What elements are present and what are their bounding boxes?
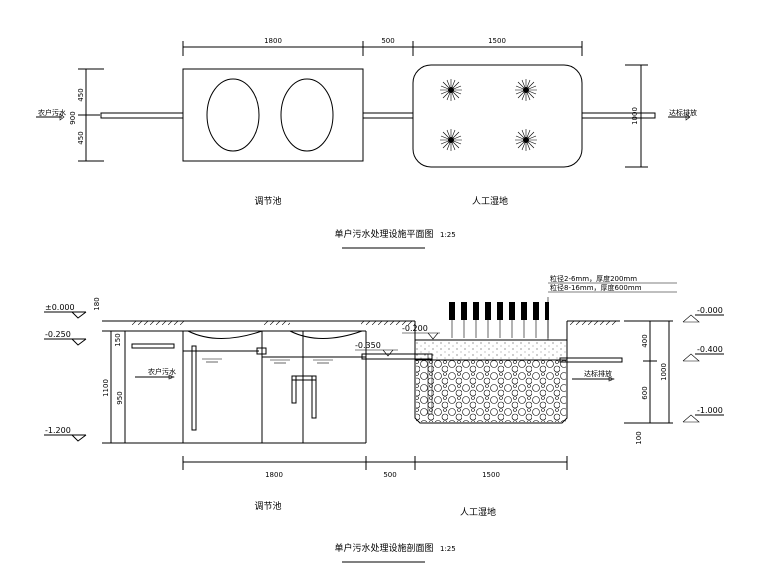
plant-icon <box>439 78 463 102</box>
plan-left-dimension: 450 450 900 <box>69 68 104 162</box>
outlet-label: 达标排放 <box>669 108 697 117</box>
level-m0250: -0.250 <box>45 330 71 339</box>
dim-950: 950 <box>116 391 124 404</box>
water-level-0200: -0.200 <box>402 324 428 333</box>
dim-1800: 1800 <box>264 37 282 45</box>
layer-note-sand: 粒径2-6mm，厚度200mm <box>550 274 637 283</box>
plan-view: 1800 500 1500 450 450 900 农户污水 <box>36 37 697 249</box>
regulating-tank-section: 农户污水 -0.350 <box>102 330 433 444</box>
dim-180: 180 <box>93 297 101 310</box>
dim-150: 150 <box>114 333 122 346</box>
plan-wetland-label: 人工湿地 <box>472 195 508 207</box>
plant-icon <box>514 128 538 152</box>
plan-title: 单户污水处理设施平面图 <box>334 228 433 240</box>
level-r-0400: -0.400 <box>697 345 723 354</box>
wetland-plan <box>412 64 583 168</box>
section-outlet-label: 达标排放 <box>584 369 612 378</box>
dim-450-top: 450 <box>77 88 85 101</box>
dim-1000-right: 1000 <box>660 363 668 381</box>
dim-b-1500: 1500 <box>482 471 500 479</box>
plant-icon <box>439 128 463 152</box>
reeds <box>449 302 549 338</box>
plant-icon <box>514 78 538 102</box>
dim-900: 900 <box>69 111 77 124</box>
water-level-0350: -0.350 <box>355 341 381 350</box>
plan-scale: 1:25 <box>440 231 456 239</box>
dim-1100: 1100 <box>102 379 110 397</box>
section-inlet-label: 农户污水 <box>148 367 176 376</box>
dim-450-bottom: 450 <box>77 131 85 144</box>
level-r-0000: -0.000 <box>697 306 723 315</box>
dim-b-1800: 1800 <box>265 471 283 479</box>
level-r-1000: -1.000 <box>697 406 723 415</box>
section-tank-label: 调节池 <box>254 500 281 512</box>
plan-inlet: 农户污水 <box>36 108 66 121</box>
level-pm0: ±0.000 <box>45 303 75 312</box>
plan-top-dimension: 1800 500 1500 <box>182 37 583 56</box>
dim-1500: 1500 <box>488 37 506 45</box>
pipes <box>100 112 656 119</box>
plan-right-dimension: 1000 <box>625 64 648 168</box>
dim-b-500: 500 <box>383 471 396 479</box>
dim-400: 400 <box>641 334 649 347</box>
section-view: ±0.000 -0.250 -1.200 180 150 950 1100 <box>44 274 724 563</box>
plan-outlet: 达标排放 <box>668 108 697 121</box>
section-right-dimensions: 400 600 1000 100 <box>624 320 673 445</box>
layer-note-gravel: 粒径8-16mm，厚度600mm <box>550 283 642 292</box>
dim-600: 600 <box>641 386 649 399</box>
dim-1000: 1000 <box>631 107 639 125</box>
level-m1200: -1.200 <box>45 426 71 435</box>
right-level-markers: -0.000 -0.400 -1.000 <box>682 306 724 423</box>
dim-500: 500 <box>381 37 394 45</box>
section-bottom-dimension: 1800 500 1500 <box>182 456 568 479</box>
wetland-section: -0.200 粒径2-6m <box>402 274 677 424</box>
regulating-tank-plan <box>182 68 364 162</box>
dim-100: 100 <box>635 431 643 444</box>
section-scale: 1:25 <box>440 545 456 553</box>
plan-tank-label: 调节池 <box>254 195 281 207</box>
section-wetland-label: 人工湿地 <box>460 506 496 518</box>
left-level-markers: ±0.000 -0.250 -1.200 <box>44 303 87 442</box>
inlet-label: 农户污水 <box>38 108 66 117</box>
section-title: 单户污水处理设施剖面图 <box>334 542 433 554</box>
